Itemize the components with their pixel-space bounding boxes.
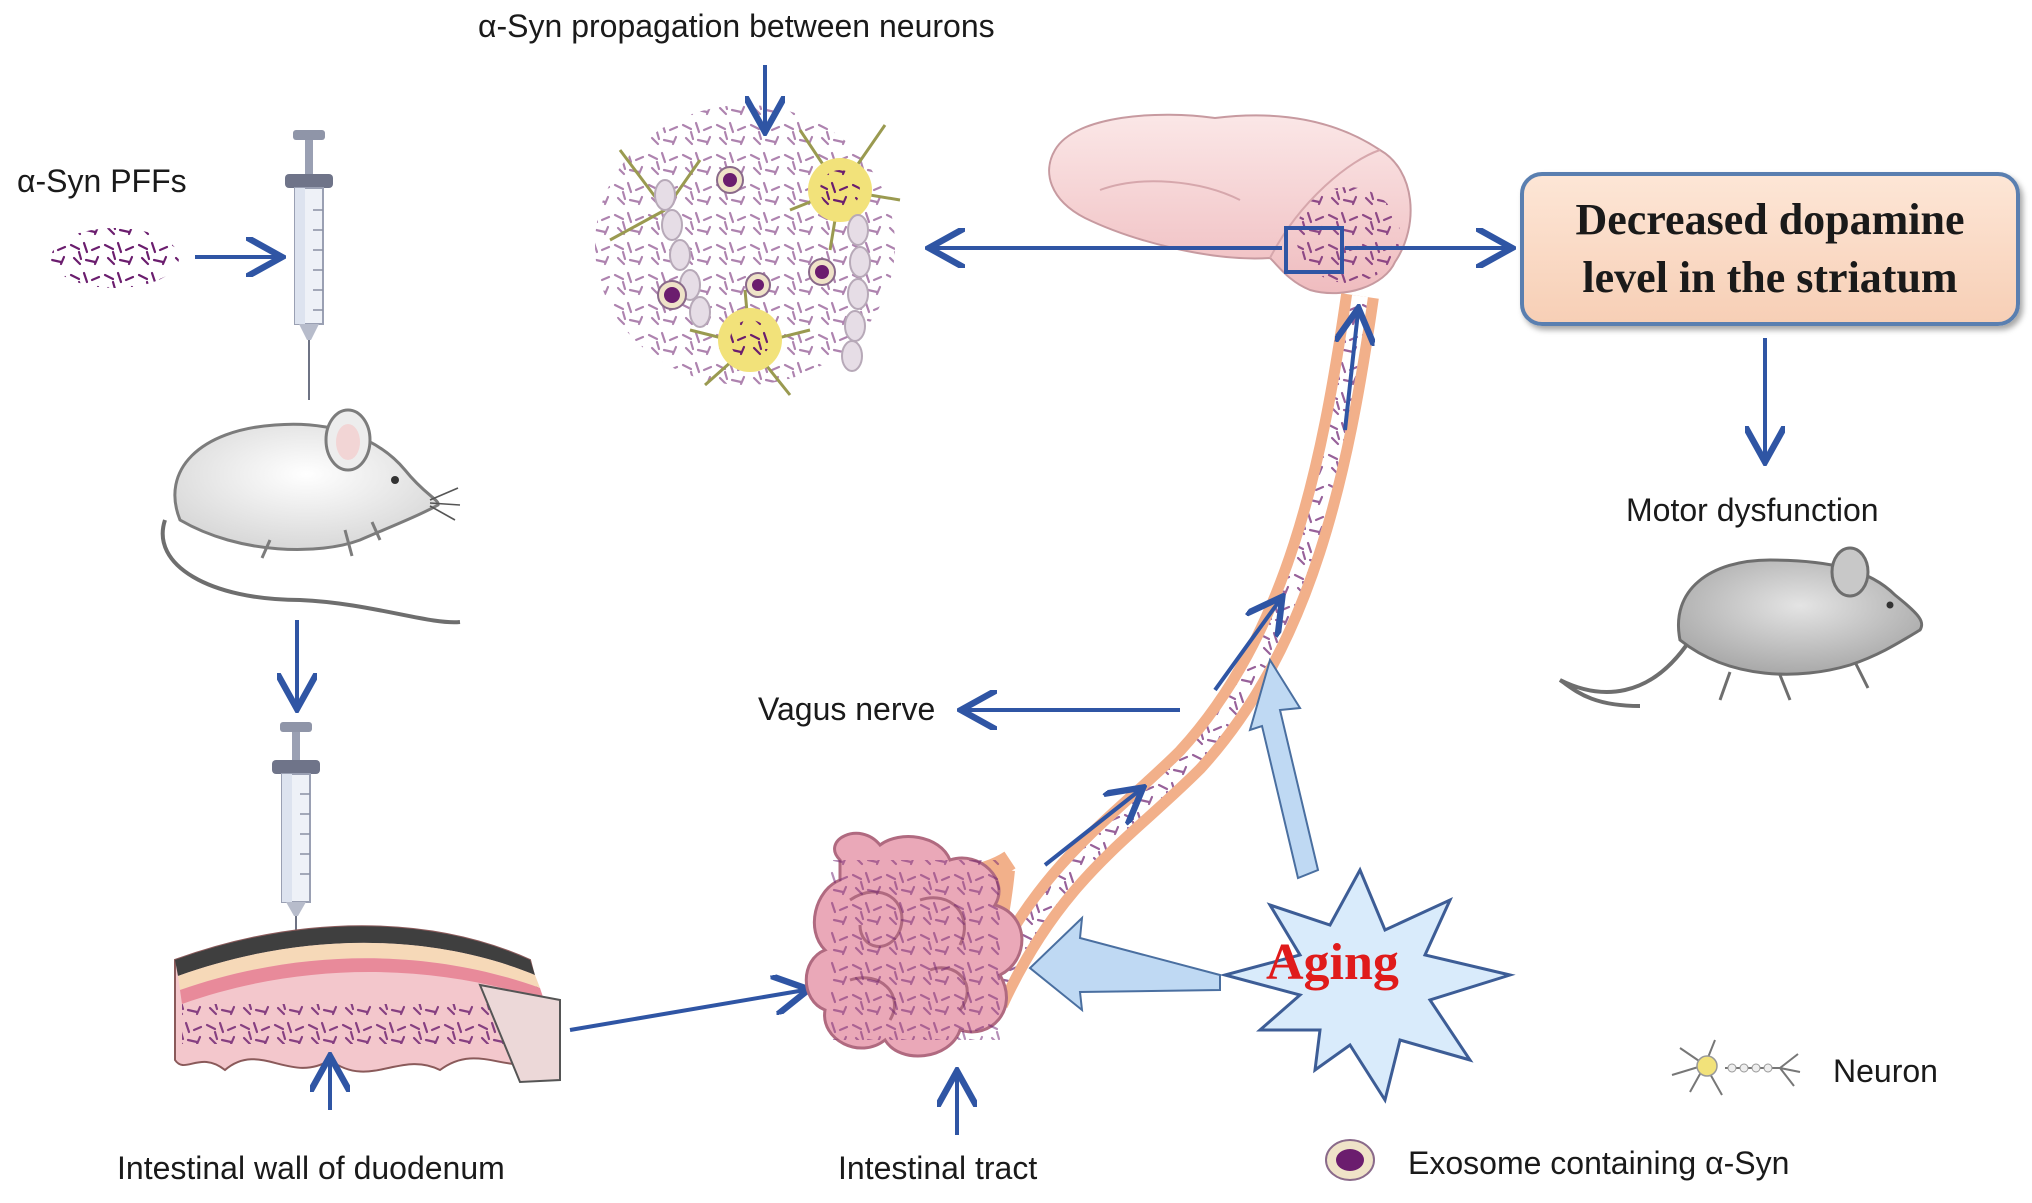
label-intestinal-tract: Intestinal tract	[838, 1150, 1038, 1186]
box-line-1: Decreased dopamine	[1575, 195, 1965, 244]
neuron-icon	[1671, 1039, 1801, 1096]
neuron-network-icon	[595, 105, 901, 396]
aging-effect-arrows	[1028, 657, 1320, 1013]
label-propagation: α-Syn propagation between neurons	[478, 8, 995, 44]
label-intestinal-wall: Intestinal wall of duodenum	[117, 1150, 505, 1186]
brain-icon	[1048, 113, 1412, 295]
pff-fibril-cluster	[51, 228, 179, 288]
exosome-icon	[1325, 1139, 1375, 1181]
duodenum-wall-icon	[174, 925, 561, 1084]
syringe-icon	[285, 130, 333, 400]
box-line-2: level in the striatum	[1582, 253, 1958, 302]
mouse-icon	[160, 408, 461, 625]
intestine-icon	[804, 831, 1024, 1058]
striatum-dopamine-box: Decreased dopamine level in the striatum	[1520, 172, 2020, 326]
label-motor-dysfunction: Motor dysfunction	[1626, 492, 1879, 528]
sick-mouse-icon	[1558, 546, 1924, 708]
label-aging: Aging	[1266, 934, 1399, 991]
label-asyn-pffs: α-Syn PFFs	[17, 163, 187, 199]
legend-exosome-label: Exosome containing α-Syn	[1408, 1145, 1790, 1181]
syringe-icon	[272, 722, 320, 982]
label-vagus-nerve: Vagus nerve	[758, 691, 936, 727]
legend-neuron-label: Neuron	[1833, 1053, 1938, 1089]
aging-burst-icon	[1219, 866, 1516, 1104]
arrow-duodenum-to-intestine	[569, 990, 805, 1032]
